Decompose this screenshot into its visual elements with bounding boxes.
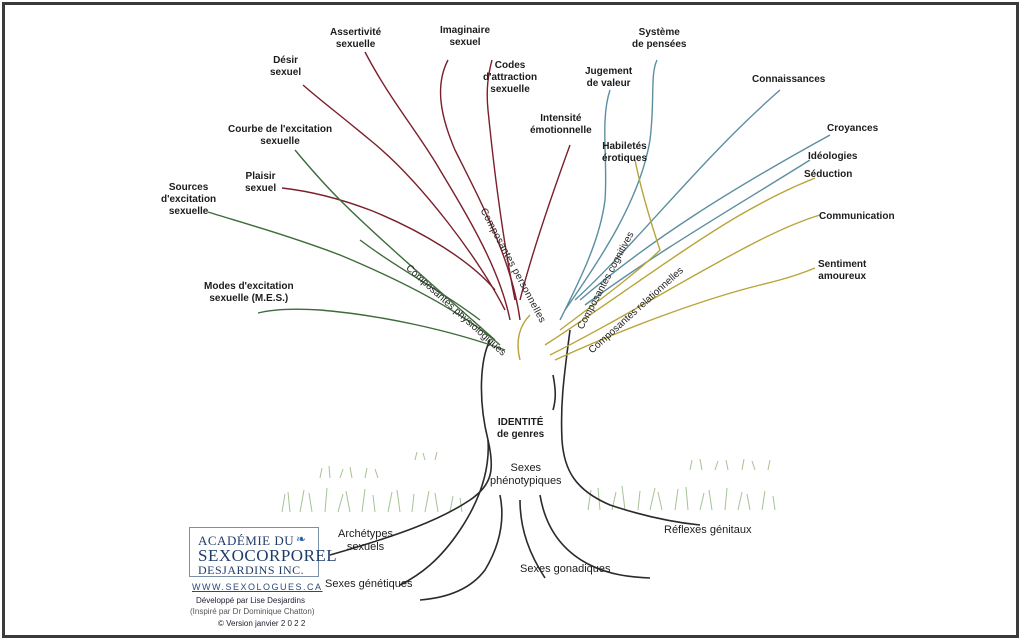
inspired-credit: (Inspiré par Dr Dominique Chatton) (190, 607, 315, 616)
version-note: © Version janvier 2 0 2 2 (218, 619, 306, 628)
label-communication: Communication (819, 211, 895, 222)
root-reflexes: Réflexes génitaux (664, 524, 752, 536)
page-frame (2, 2, 1019, 638)
branches-relationnelles (517, 159, 821, 361)
root-genetiques: Sexes génétiques (325, 578, 413, 590)
label-ideologies: Idéologies (808, 151, 858, 162)
grass-right (587, 458, 776, 511)
branches-physiologiques (207, 149, 506, 351)
maple-leaf-icon: ❧ (296, 532, 307, 546)
author-credit: Développé par Lise Desjardins (196, 596, 305, 605)
trunk (329, 329, 701, 601)
root-gonadiques: Sexes gonadiques (520, 563, 611, 575)
label-croyances: Croyances (827, 123, 879, 134)
branches-cognitives (559, 59, 831, 321)
grass-left (281, 451, 463, 513)
branches-personnelles (281, 51, 571, 321)
website-link[interactable]: WWW.SEXOLOGUES.CA (192, 582, 323, 592)
label-connaissances: Connaissances (752, 74, 826, 85)
academie-logo: ACADÉMIE DU ❧ SEXOCORPOREL DESJARDINS IN… (189, 527, 337, 577)
label-seduction: Séduction (804, 169, 853, 180)
